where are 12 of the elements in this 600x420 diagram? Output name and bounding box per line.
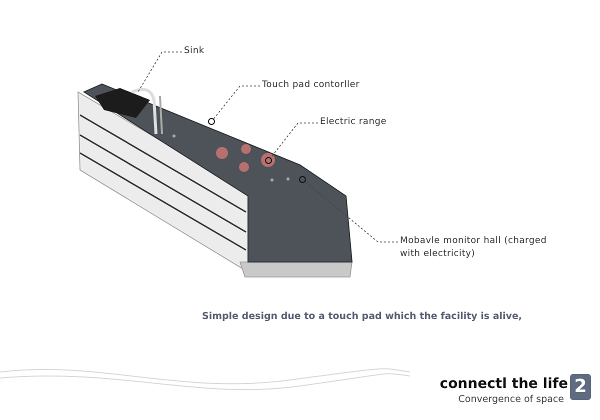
caption-text: Simple design due to a touch pad which the facility is alive, [202, 310, 524, 324]
callout-text: Mobavle monitor hall (charged with electricity) [400, 235, 550, 263]
leader-line [213, 86, 260, 120]
callout-text: Touch pad contorller [262, 79, 382, 93]
slogan-title: connectl the life [438, 375, 568, 394]
leader-line [304, 181, 398, 242]
leader-line [270, 122, 318, 158]
callout-text: Electric range [320, 116, 400, 130]
page-number-badge: 2 [570, 374, 591, 400]
callout-text: Sink [184, 45, 224, 59]
leader-line [138, 52, 182, 92]
slogan-subtitle: Convergence of space [457, 393, 564, 407]
